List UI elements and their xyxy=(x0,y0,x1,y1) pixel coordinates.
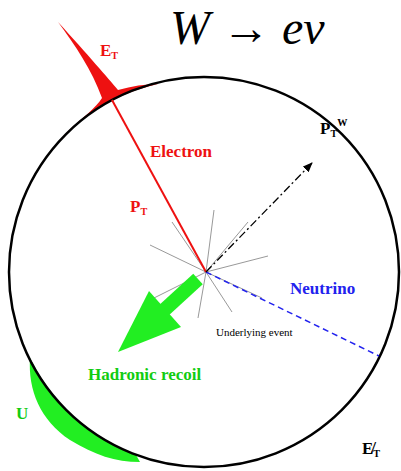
recoil-energy-label: U xyxy=(16,405,28,422)
momentum-label: PT xyxy=(130,198,147,217)
recoil-label: Hadronic recoil xyxy=(88,366,201,383)
momentum-label: PTW xyxy=(320,118,347,139)
electron-energy-deposit xyxy=(58,22,158,133)
particle-label: Neutrino xyxy=(290,280,355,297)
missing-energy-label: E̸T xyxy=(362,440,380,459)
note: Underlying event xyxy=(214,326,295,339)
w-momentum-arrow xyxy=(206,163,312,272)
neutrino-line xyxy=(206,272,379,356)
underlying-event-tracks xyxy=(150,210,268,318)
particle-label: Electron xyxy=(150,143,212,160)
energy-label: ET xyxy=(100,42,118,61)
hadronic-recoil-arrow xyxy=(118,279,198,352)
title: W → eν xyxy=(170,4,325,52)
detector-circle xyxy=(9,77,399,467)
electron-track xyxy=(112,100,206,272)
